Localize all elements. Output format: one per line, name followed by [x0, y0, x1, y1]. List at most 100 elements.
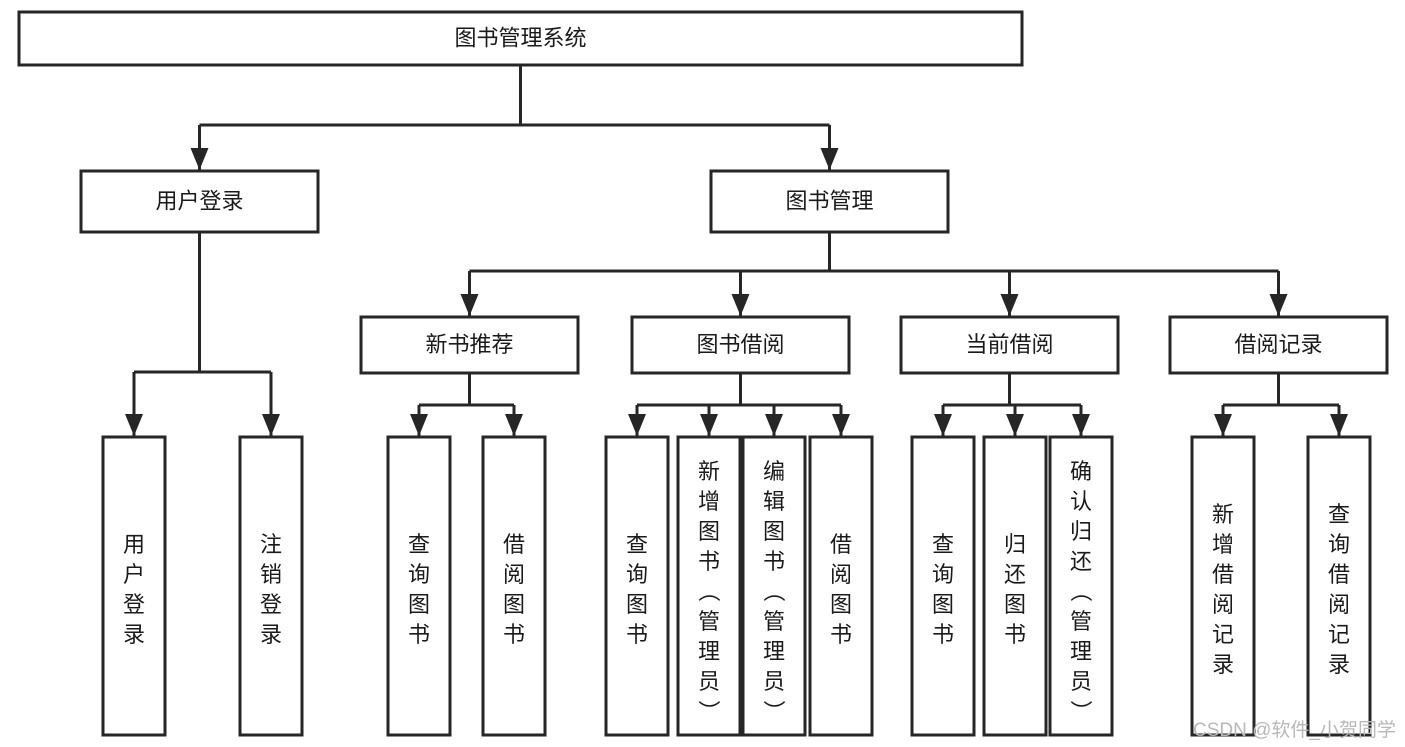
node-label-char: 借: [830, 532, 852, 557]
node-当前借阅[interactable]: 当前借阅: [899, 315, 1120, 375]
node-label-char: 书: [1004, 622, 1026, 647]
node-label-char: （: [761, 580, 786, 602]
node-借阅记录[interactable]: 借阅记录: [1168, 315, 1389, 375]
node-box[interactable]: [238, 435, 304, 737]
node-图书管理系统[interactable]: 图书管理系统: [17, 10, 1024, 67]
arrow-head-icon: [628, 414, 646, 436]
watermark-label: CSDN @软件_小贺同学: [1193, 719, 1396, 741]
node-label-char: 借: [1328, 562, 1350, 587]
node-label-char: （: [696, 580, 721, 602]
node-box[interactable]: [1048, 435, 1114, 737]
node-用户登录[interactable]: 用户登录: [79, 169, 320, 234]
arrow-head-icon: [832, 414, 850, 436]
node-label: 当前借阅: [965, 332, 1053, 357]
node-box[interactable]: [676, 435, 742, 737]
node-box[interactable]: [982, 435, 1048, 737]
arrow-head-icon: [410, 414, 428, 436]
node-label-char: 记: [1212, 622, 1234, 647]
node-label-char: 还: [1070, 549, 1092, 574]
arrow-head-icon: [1072, 414, 1090, 436]
node-label-char: 书: [932, 622, 954, 647]
node-label-char: 询: [408, 562, 430, 587]
node-box[interactable]: [808, 435, 874, 737]
connectors-layer: [125, 65, 1348, 436]
node-box[interactable]: [17, 10, 1024, 67]
arrow-head-icon: [1000, 294, 1019, 316]
node-label-char: ）: [761, 700, 786, 722]
node-box[interactable]: [101, 435, 167, 737]
node-图书管理[interactable]: 图书管理: [709, 169, 950, 234]
node-label-char: 图: [408, 592, 430, 617]
node-box[interactable]: [481, 435, 547, 737]
node-box[interactable]: [1168, 315, 1389, 375]
node-label-char: 增: [1212, 532, 1234, 557]
node-label-char: 书: [408, 622, 430, 647]
node-label-char: 员: [763, 669, 785, 694]
node-label: 图书管理系统: [454, 25, 586, 50]
node-label-char: 查: [932, 532, 954, 557]
arrow-head-icon: [1214, 414, 1232, 436]
nodes-layer: 图书管理系统用户登录用户登录注销登录图书管理新书推荐查询图书借阅图书图书借阅查询…: [17, 10, 1389, 737]
node-box[interactable]: [386, 435, 452, 737]
node-用户登录[interactable]: 用户登录: [101, 435, 167, 737]
node-label-char: 阅: [1328, 592, 1350, 617]
node-label-char: 新: [1212, 502, 1234, 527]
node-label: 借阅记录: [1234, 332, 1322, 357]
node-label-char: 图: [626, 592, 648, 617]
node-label-char: 用: [123, 532, 145, 557]
node-label-char: 管: [1070, 609, 1092, 634]
node-label-char: 图: [763, 519, 785, 544]
node-label-char: 询: [1328, 532, 1350, 557]
node-label-char: 查: [1328, 502, 1350, 527]
node-box[interactable]: [741, 435, 807, 737]
node-box[interactable]: [630, 315, 851, 375]
node-label-char: （: [1068, 580, 1093, 602]
node-label-char: 录: [1212, 652, 1234, 677]
node-box[interactable]: [359, 315, 580, 375]
node-box[interactable]: [1190, 435, 1256, 737]
arrow-head-icon: [731, 294, 750, 316]
node-label-char: 书: [626, 622, 648, 647]
node-label: 用户登录: [155, 188, 243, 213]
node-label-char: 理: [763, 639, 785, 664]
node-label-char: 图: [503, 592, 525, 617]
node-box[interactable]: [1306, 435, 1372, 737]
node-label-char: 辑: [763, 489, 785, 514]
arrow-head-icon: [700, 414, 718, 436]
node-label-char: 户: [123, 562, 145, 587]
node-box[interactable]: [79, 169, 320, 234]
node-box[interactable]: [899, 315, 1120, 375]
node-label-char: 书: [763, 549, 785, 574]
node-新书推荐[interactable]: 新书推荐: [359, 315, 580, 375]
node-box[interactable]: [709, 169, 950, 234]
node-box[interactable]: [910, 435, 976, 737]
node-box[interactable]: [604, 435, 670, 737]
arrow-head-icon: [1269, 294, 1288, 316]
node-label-char: 认: [1070, 489, 1092, 514]
node-label-char: ）: [696, 700, 721, 722]
node-图书借阅[interactable]: 图书借阅: [630, 315, 851, 375]
node-label-char: ）: [1068, 700, 1093, 722]
node-label-char: 员: [698, 669, 720, 694]
